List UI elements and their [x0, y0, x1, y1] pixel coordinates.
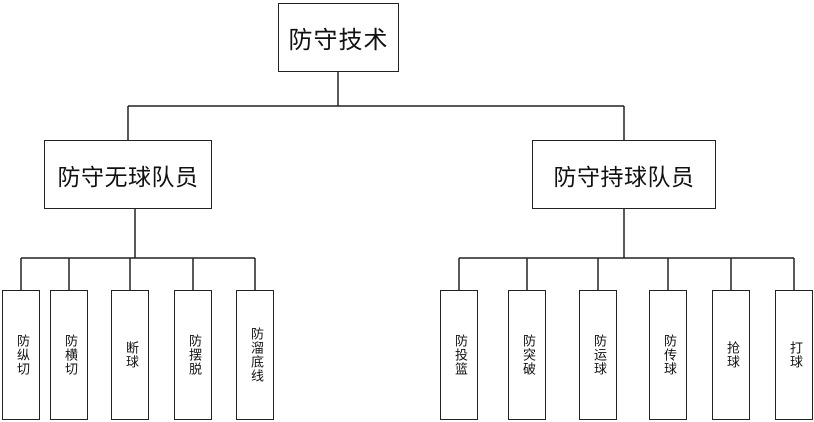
- leaf-node: 防摆脱: [174, 290, 212, 420]
- leaf-label: 断球: [123, 341, 138, 369]
- leaf-label: 防横切: [62, 334, 77, 376]
- branch-node-off-ball: 防守无球队员: [44, 140, 212, 209]
- leaf-label: 防运球: [591, 334, 606, 376]
- leaf-label: 打球: [787, 341, 802, 369]
- leaf-node: 抢球: [712, 290, 750, 420]
- leaf-label: 防投篮: [452, 334, 467, 376]
- leaf-label: 防摆脱: [186, 334, 201, 376]
- leaf-node: 防投篮: [440, 290, 478, 420]
- leaf-node: 防纵切: [2, 290, 40, 420]
- leaf-label: 抢球: [724, 341, 739, 369]
- leaf-node: 打球: [775, 290, 813, 420]
- leaf-label: 防突破: [520, 334, 535, 376]
- branch-label-on-ball: 防守持球队员: [553, 164, 695, 191]
- leaf-label: 防纵切: [14, 334, 29, 376]
- leaf-node: 防横切: [50, 290, 88, 420]
- leaf-label: 防传球: [661, 334, 676, 376]
- branch-node-on-ball: 防守持球队员: [532, 140, 716, 209]
- leaf-node: 防溜底线: [236, 290, 274, 420]
- leaf-node: 防突破: [508, 290, 546, 420]
- leaf-node: 防传球: [649, 290, 687, 420]
- root-node: 防守技术: [278, 3, 399, 72]
- branch-label-off-ball: 防守无球队员: [57, 164, 199, 191]
- leaf-node: 断球: [111, 290, 149, 420]
- leaf-node: 防运球: [579, 290, 617, 420]
- leaf-label: 防溜底线: [248, 327, 263, 383]
- root-label: 防守技术: [288, 26, 389, 54]
